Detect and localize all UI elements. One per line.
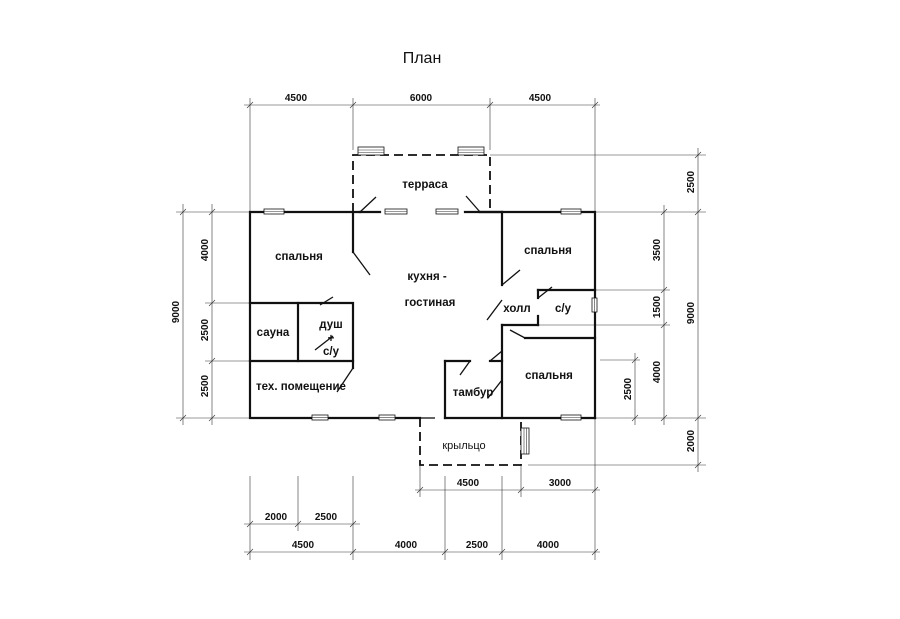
room-label-sauna: сауна <box>257 327 290 339</box>
dim-right-small: 2500 <box>623 377 634 400</box>
dim-left-inner-1: 4000 <box>200 238 211 261</box>
room-labels: терраса спальня кухня - гостиная спальня… <box>256 179 573 452</box>
room-label-shower-line3: с/у <box>323 346 340 358</box>
room-label-bedroom-right-top: спальня <box>524 245 572 257</box>
room-label-vestibule: тамбур <box>453 387 494 399</box>
dim-right-inner-1: 3500 <box>652 238 663 261</box>
room-label-tech-room: тех. помещение <box>256 381 346 393</box>
dim-right-outer-3: 2000 <box>686 429 697 452</box>
room-label-shower-line2: + <box>328 333 335 345</box>
dim-left-inner-3: 2500 <box>200 374 211 397</box>
dim-right-outer-2: 9000 <box>686 301 697 324</box>
dim-right-inner-3: 4000 <box>652 360 663 383</box>
room-label-kitchen-line1: кухня - <box>407 271 447 283</box>
dim-top-1: 4500 <box>285 93 308 104</box>
dim-porch-1: 4500 <box>457 478 480 489</box>
room-label-kitchen-line2: гостиная <box>405 297 456 309</box>
dim-top-2: 6000 <box>410 93 433 104</box>
room-label-bath-right: с/у <box>555 303 572 315</box>
dim-porch-2: 3000 <box>549 478 572 489</box>
room-label-terrace: терраса <box>402 179 448 191</box>
room-label-hall: холл <box>503 303 530 315</box>
dim-bottom-small-2: 2500 <box>315 512 338 523</box>
walls <box>248 210 597 420</box>
dim-bottom-small-1: 2000 <box>265 512 288 523</box>
dim-right-outer-1: 2500 <box>686 170 697 193</box>
windows <box>263 146 598 455</box>
room-label-bedroom-left: спальня <box>275 251 323 263</box>
room-label-bedroom-right-bottom: спальня <box>525 370 573 382</box>
dim-top-3: 4500 <box>529 93 552 104</box>
room-label-shower-line1: душ <box>319 319 342 331</box>
plan-title: План <box>403 50 442 67</box>
doors <box>314 195 553 419</box>
terrace-outline <box>352 154 491 212</box>
room-label-porch: крыльцо <box>442 440 485 452</box>
dim-bottom-2: 4000 <box>395 540 418 551</box>
dim-left-inner-2: 2500 <box>200 318 211 341</box>
dim-bottom-3: 2500 <box>466 540 489 551</box>
dim-left-outer: 9000 <box>171 300 182 323</box>
dim-right-inner-2: 1500 <box>652 295 663 318</box>
dim-bottom-4: 4000 <box>537 540 560 551</box>
dimension-labels: 4500 6000 4500 9000 4000 2500 2500 2500 … <box>171 93 697 551</box>
dimension-lines <box>176 98 706 560</box>
dim-bottom-1: 4500 <box>292 540 315 551</box>
